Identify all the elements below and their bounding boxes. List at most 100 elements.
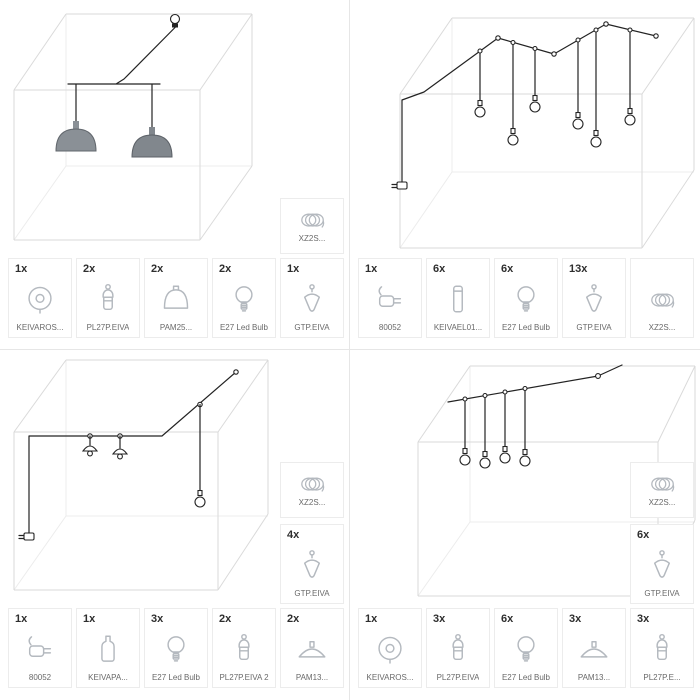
- part-card[interactable]: 1x GTP.EIVA: [280, 258, 344, 338]
- plug-icon: [25, 625, 55, 673]
- vertical-divider: [349, 0, 350, 700]
- part-qty: 6x: [501, 613, 514, 625]
- small-pendant-2: [111, 435, 129, 460]
- lamp-holder-icon: [229, 625, 259, 673]
- part-card[interactable]: 1x 80052: [8, 608, 72, 688]
- cable-run: [447, 364, 623, 452]
- room-cube: [13, 359, 269, 591]
- bulb-icon: [161, 625, 191, 673]
- part-qty: 1x: [365, 613, 378, 625]
- part-qty: 3x: [637, 613, 650, 625]
- quadrant-string-lights: 1x 80052 6x KEIVAEL01... 6x E27 Led Bulb…: [350, 0, 700, 350]
- part-card[interactable]: 6x E27 Led Bulb: [494, 258, 558, 338]
- quadrant-ceiling-track: XZ2S... 6x GTP.EIVA 1x KEIVAROS... 3x P: [350, 350, 700, 700]
- part-qty: 6x: [501, 263, 514, 275]
- part-qty: 3x: [433, 613, 446, 625]
- parts-list: 1x KEIVAROS... 3x PL27P.EIVA 6x E27 Led …: [358, 608, 694, 688]
- part-card[interactable]: XZ2S...: [280, 462, 344, 518]
- part-label: KEIVAROS...: [366, 673, 414, 682]
- part-label: PAM13...: [295, 673, 329, 682]
- parts-list: 1x 80052 1x KEIVAPA... 3x E27 Led Bulb 2…: [8, 608, 344, 688]
- part-card[interactable]: 2x PL27P.EIVA 2: [212, 608, 276, 688]
- pendant-dome-right: [131, 127, 173, 158]
- part-label: 80052: [378, 323, 402, 332]
- part-card[interactable]: 1x KEIVAROS...: [8, 258, 72, 338]
- cable-grip-icon: [297, 541, 327, 589]
- cable-grip-icon: [579, 275, 609, 323]
- part-label: GTP.EIVA: [644, 589, 680, 598]
- part-qty: 2x: [83, 263, 96, 275]
- part-card[interactable]: 1x 80052: [358, 258, 422, 338]
- part-card[interactable]: 6x E27 Led Bulb: [494, 608, 558, 688]
- cable-run: [401, 21, 659, 183]
- part-card[interactable]: 3x PL27P.E...: [630, 608, 694, 688]
- part-label: PAM25...: [159, 323, 193, 332]
- cable-run: [28, 369, 239, 534]
- part-qty: 1x: [15, 613, 28, 625]
- hanging-bulbs: [474, 95, 636, 148]
- saucer-shade-icon: [295, 625, 329, 673]
- part-qty: 1x: [365, 263, 378, 275]
- cable-grip-icon: [297, 275, 327, 323]
- part-card[interactable]: 6x KEIVAEL01...: [426, 258, 490, 338]
- horizontal-divider: [0, 349, 700, 350]
- coiled-cable-icon: [647, 275, 677, 323]
- part-label: KEIVAROS...: [16, 323, 64, 332]
- part-qty: 3x: [151, 613, 164, 625]
- parts-list: 1x 80052 6x KEIVAEL01... 6x E27 Led Bulb…: [358, 258, 694, 338]
- extension-module-icon: [443, 275, 473, 323]
- part-card[interactable]: 13x GTP.EIVA: [562, 258, 626, 338]
- saucer-shade-icon: [577, 625, 611, 673]
- lamp-holder-icon: [443, 625, 473, 673]
- part-label: XZ2S...: [298, 234, 326, 243]
- part-card[interactable]: 3x PAM13...: [562, 608, 626, 688]
- part-label: E27 Led Bulb: [151, 673, 201, 682]
- part-label: PAM13...: [577, 673, 611, 682]
- wall-plug: [391, 181, 408, 190]
- plug-icon: [375, 275, 405, 323]
- part-label: E27 Led Bulb: [219, 323, 269, 332]
- part-label: GTP.EIVA: [294, 323, 330, 332]
- extra-parts-stack: XZ2S... 4x GTP.EIVA: [280, 462, 344, 604]
- room-cube: [13, 13, 253, 241]
- part-card[interactable]: 6x GTP.EIVA: [630, 524, 694, 604]
- part-card[interactable]: 2x E27 Led Bulb: [212, 258, 276, 338]
- part-qty: 13x: [569, 263, 588, 275]
- cable-run: [67, 13, 181, 134]
- part-qty: 6x: [433, 263, 446, 275]
- part-card[interactable]: 3x E27 Led Bulb: [144, 608, 208, 688]
- part-label: PL27P.E...: [643, 673, 681, 682]
- part-card[interactable]: 2x PAM13...: [280, 608, 344, 688]
- pendant-dome-left: [55, 121, 97, 152]
- wall-plug: [18, 532, 35, 541]
- diagram-two-dome-pendants: [13, 13, 253, 241]
- lamp-holder-icon: [647, 625, 677, 673]
- part-qty: 6x: [637, 529, 650, 541]
- coiled-cable-icon: [297, 468, 327, 498]
- part-label: KEIVAPA...: [88, 673, 128, 682]
- part-card[interactable]: XZ2S...: [280, 198, 344, 254]
- bulb-icon: [511, 625, 541, 673]
- part-label: PL27P.EIVA: [436, 673, 480, 682]
- lamp-holder-icon: [93, 275, 123, 323]
- part-label: E27 Led Bulb: [501, 323, 551, 332]
- part-card[interactable]: 1x KEIVAPA...: [76, 608, 140, 688]
- part-label: XZ2S...: [298, 498, 326, 507]
- part-card[interactable]: 2x PAM25...: [144, 258, 208, 338]
- part-card[interactable]: 1x KEIVAROS...: [358, 608, 422, 688]
- ceiling-rose-icon: [375, 625, 405, 673]
- part-card[interactable]: 3x PL27P.EIVA: [426, 608, 490, 688]
- part-qty: 2x: [219, 263, 232, 275]
- part-label: PL27P.EIVA: [86, 323, 130, 332]
- extra-parts-stack: XZ2S... 6x GTP.EIVA: [630, 462, 694, 604]
- bulb-icon: [229, 275, 259, 323]
- ceiling-rose-icon: [25, 275, 55, 323]
- bulb-icon: [511, 275, 541, 323]
- part-card[interactable]: 4x GTP.EIVA: [280, 524, 344, 604]
- diagram-ceiling-track: [417, 364, 696, 597]
- part-card[interactable]: XZ2S...: [630, 258, 694, 338]
- part-card[interactable]: XZ2S...: [630, 462, 694, 518]
- part-qty: 2x: [151, 263, 164, 275]
- cable-grip-icon: [647, 541, 677, 589]
- part-card[interactable]: 2x PL27P.EIVA: [76, 258, 140, 338]
